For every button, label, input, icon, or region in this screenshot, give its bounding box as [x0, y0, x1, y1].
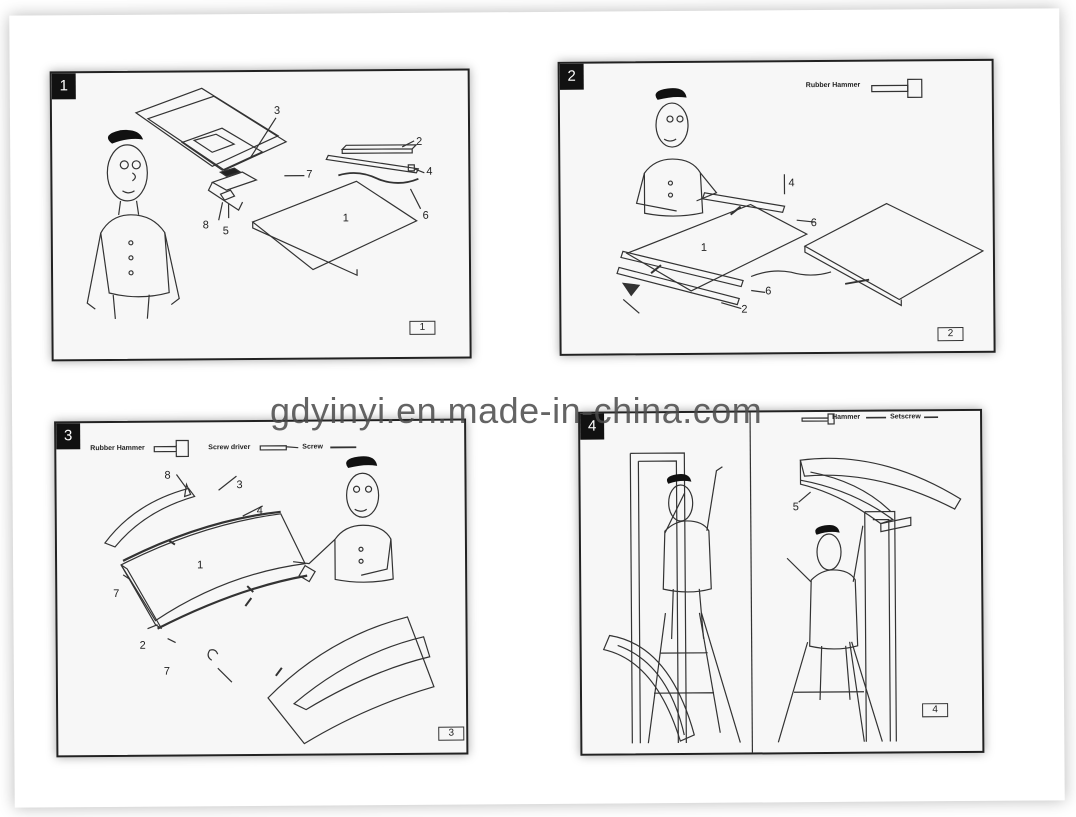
worker-left: [662, 466, 723, 640]
corner-number-4: 4: [922, 703, 949, 718]
callout-6-bottom: 6: [765, 285, 771, 297]
corner-number-3: 3: [438, 726, 465, 741]
callout-1: 1: [197, 559, 203, 571]
instruction-sheet: 1: [9, 8, 1065, 808]
callout-2: 2: [140, 640, 146, 652]
callout-4: 4: [426, 166, 432, 178]
step-panel-4: 4 Hammer Setscrew: [578, 408, 985, 756]
callout-2: 2: [416, 136, 422, 148]
callout-5: 5: [793, 501, 799, 513]
person-figure: [86, 129, 180, 319]
worker-right: [786, 524, 864, 701]
screwdriver-icon: [259, 445, 299, 451]
corner-number-1: 1: [409, 320, 436, 335]
step-panel-2: 2 Rubber Hammer: [557, 58, 996, 356]
callout-7-left: 7: [113, 588, 119, 600]
polycarbonate-sheet: [625, 203, 809, 292]
person-figure: [635, 88, 718, 217]
callout-6: 6: [423, 210, 429, 222]
callout-3: 3: [274, 105, 280, 117]
step-panel-1: 1: [49, 68, 472, 362]
setscrew-icon: [866, 416, 939, 419]
step-2-illustration: 1 2 4 6 6: [616, 78, 985, 316]
polycarbonate-sheet: [251, 180, 418, 271]
watermark-text: gdyinyi.en.made-in-china.com: [270, 390, 763, 431]
callout-8: 8: [203, 219, 209, 231]
step-1-illustration: 1 2 3 4 5 6 7 8: [86, 87, 433, 319]
mounted-canopy: [799, 457, 962, 510]
second-sheet: [803, 202, 985, 301]
step-panel-3-frame: 3 Rubber Hammer Screw driver Screw: [54, 418, 469, 758]
callout-1: 1: [343, 212, 349, 224]
callout-4: 4: [788, 177, 794, 189]
callout-6-top: 6: [811, 217, 817, 229]
callout-7-bottom: 7: [164, 666, 170, 678]
hammer-icon: [801, 413, 835, 425]
callout-2: 2: [741, 304, 747, 316]
open-box: [134, 87, 288, 211]
person-figure: [292, 456, 394, 583]
corner-number-2: 2: [937, 327, 964, 342]
callout-7: 7: [306, 169, 312, 181]
step-panel-2-frame: 2 Rubber Hammer: [557, 58, 996, 356]
step-panel-4-frame: 4 Hammer Setscrew: [578, 408, 985, 756]
rubber-hammer-icon: [153, 439, 189, 458]
callout-3: 3: [236, 479, 242, 491]
step-4-illustration: 5: [602, 412, 962, 753]
step-panel-1-frame: 1: [49, 68, 472, 362]
aluminium-rail: [340, 144, 418, 154]
rubber-hammer-icon: [871, 78, 923, 99]
step-3-illustration: 1 2 3 4 7 7 8: [103, 439, 435, 745]
callout-8: 8: [164, 470, 170, 482]
callout-5: 5: [223, 225, 229, 237]
step-panel-3: 3 Rubber Hammer Screw driver Screw: [54, 418, 469, 758]
callout-4: 4: [257, 505, 263, 517]
callout-1: 1: [701, 242, 707, 254]
